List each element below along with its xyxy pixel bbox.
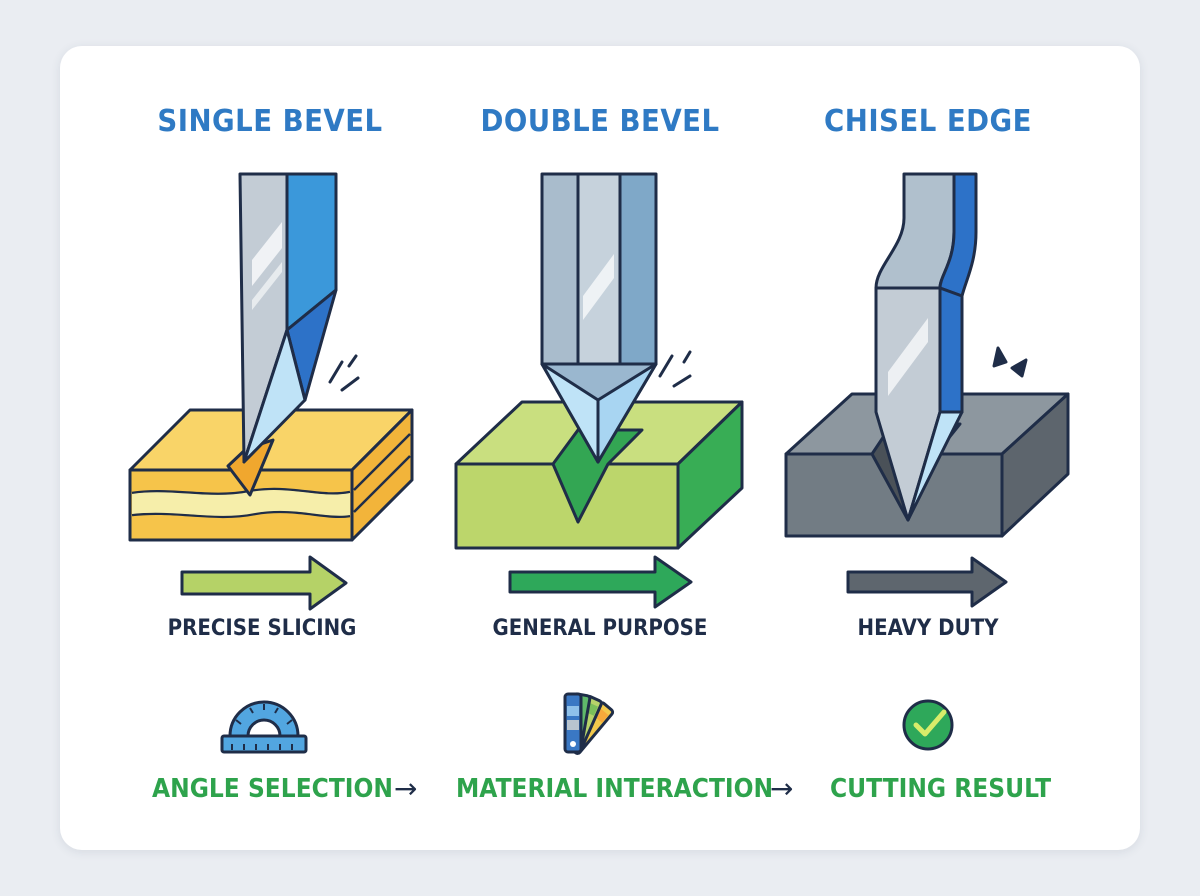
chisel-edge-blade [874,172,1028,522]
double-bevel-blade [540,172,692,464]
checkmark-circle-icon [902,699,954,751]
chisel-edge-title: CHISEL EDGE [824,104,1032,139]
double-bevel-illustration [454,172,744,609]
single-bevel-caption: PRECISE SLICING [167,616,357,641]
double-bevel-caption: GENERAL PURPOSE [492,616,708,641]
layered-wood-block [128,408,414,542]
chisel-edge-caption: HEAVY DUTY [857,616,999,641]
color-swatch-icon [563,692,615,755]
chisel-edge-motion-arrow [846,556,1008,608]
single-bevel-blade [238,172,360,464]
chisel-edge-illustration [784,172,1070,608]
double-bevel-title: DOUBLE BEVEL [480,104,720,139]
step-material-interaction: MATERIAL INTERACTION [456,774,774,804]
protractor-icon [220,700,308,754]
step-cutting-result: CUTTING RESULT [830,774,1052,804]
single-bevel-illustration [128,172,414,611]
step-angle-selection: ANGLE SELECTION [152,774,394,804]
step-connector-arrow: → [394,772,418,805]
single-bevel-motion-arrow [180,555,348,611]
single-bevel-title: SINGLE BEVEL [157,104,383,139]
double-bevel-motion-arrow [508,555,693,609]
step-connector-arrow: → [770,772,794,805]
